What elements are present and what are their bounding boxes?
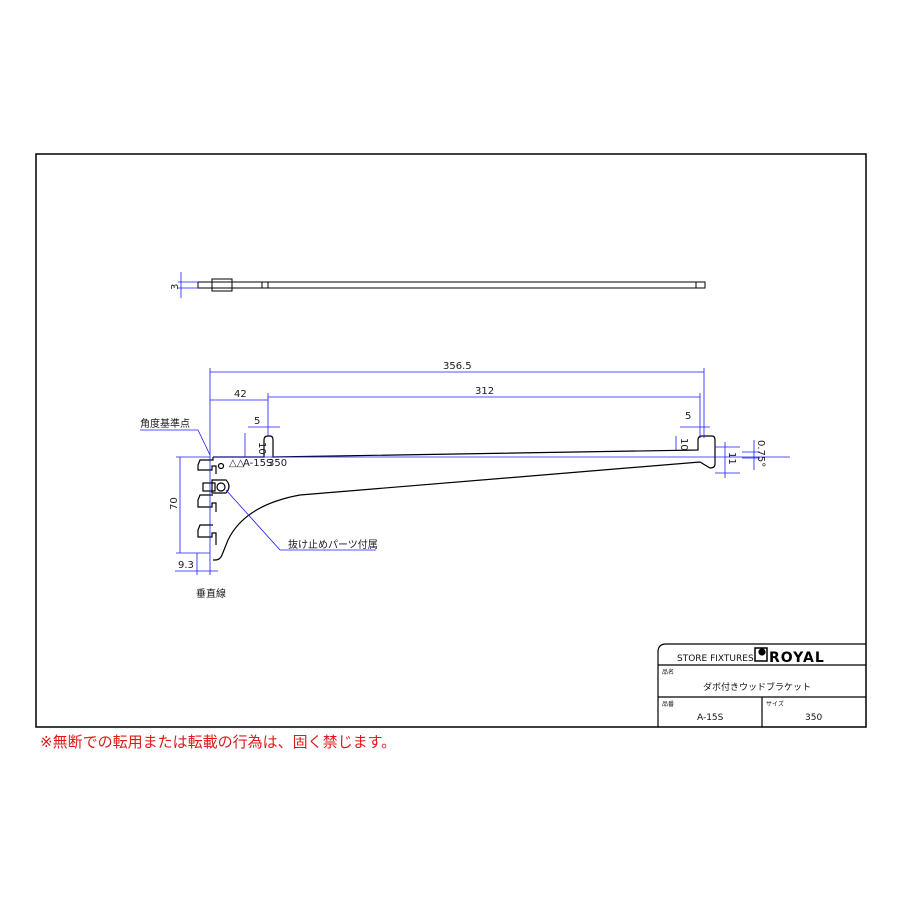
product-name: ダボ付きウッドブラケット — [703, 681, 811, 693]
copyright-notice: ※無断での転用または転載の行為は、固く禁じます。 — [40, 733, 397, 751]
slot-height-left-label: 10 — [256, 442, 267, 455]
hook-depth-label: 9.3 — [178, 560, 194, 571]
triangle-marks: △△ — [229, 458, 245, 469]
brand-logo: ROYAL — [769, 650, 825, 666]
height-label: 70 — [169, 497, 180, 510]
reference-point-label: 角度基準点 — [140, 417, 190, 430]
bracket-side-view — [197, 435, 716, 561]
part-no: A-15S — [697, 713, 724, 723]
vertical-line-label: 垂直線 — [196, 587, 226, 600]
overall-length-label: 356.5 — [443, 361, 472, 372]
hook-span-label: 312 — [475, 386, 494, 397]
angle-label: 0.75° — [755, 440, 766, 467]
company-tagline: STORE FIXTURES — [677, 654, 754, 664]
part-no-label: 品番 — [662, 701, 674, 708]
drawing-frame — [35, 153, 867, 728]
slot-width-right-label: 5 — [685, 411, 691, 422]
title-block — [657, 643, 866, 727]
size-value: 350 — [805, 713, 822, 723]
left-offset-label: 42 — [234, 389, 247, 400]
end-height-label: 11 — [726, 452, 737, 465]
size-label: サイズ — [766, 700, 784, 708]
thickness-label: 3 — [170, 284, 181, 290]
slot-height-right-label: 10 — [678, 438, 689, 451]
top-view — [197, 278, 706, 292]
stamp-model: A-15S — [243, 458, 272, 469]
retainer-part-label: 抜け止めパーツ付属 — [288, 538, 378, 551]
dimension-lines — [140, 368, 790, 575]
product-name-label: 品名 — [662, 668, 674, 676]
stamp-size: 350 — [268, 458, 287, 469]
thickness-dim — [178, 272, 198, 298]
slot-width-left-label: 5 — [254, 416, 260, 427]
